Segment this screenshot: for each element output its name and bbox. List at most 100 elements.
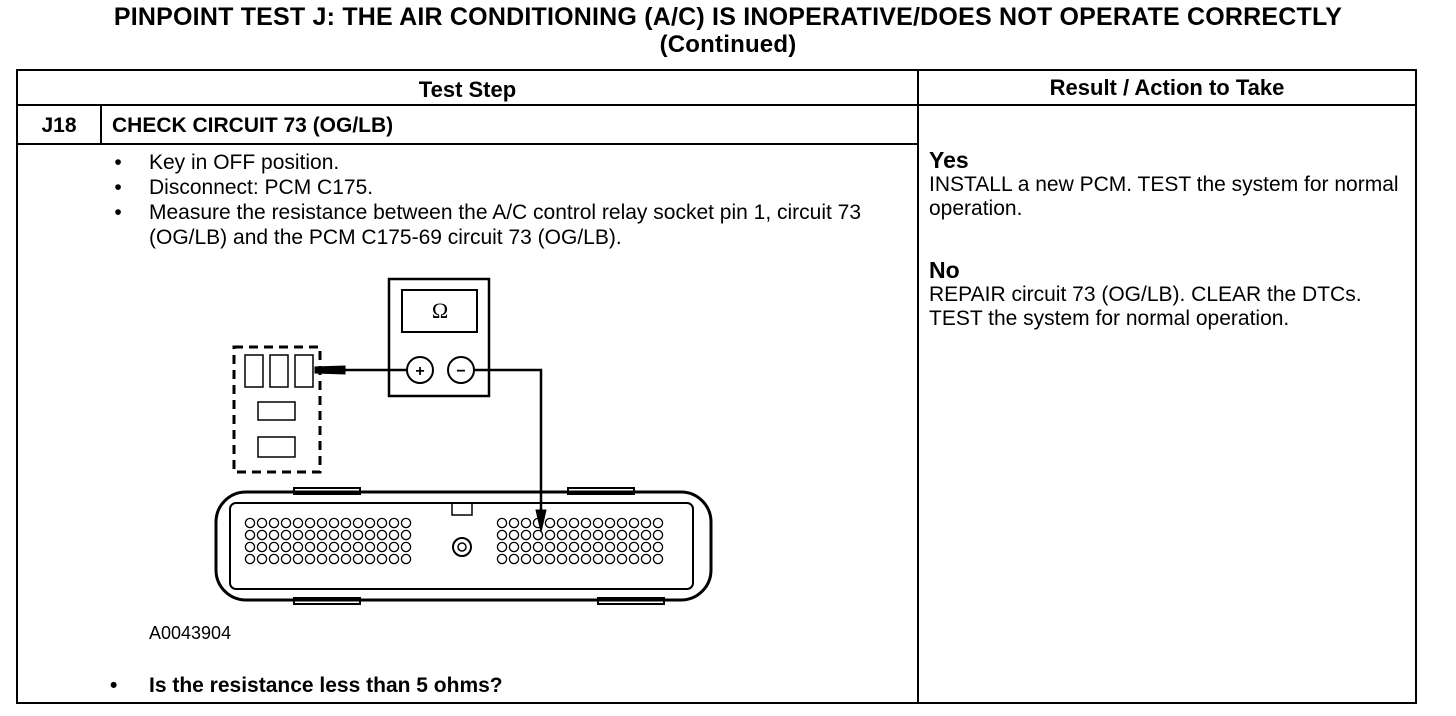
instruction-text: Disconnect: PCM C175.	[149, 176, 374, 199]
question-text: Is the resistance less than 5 ohms?	[149, 674, 503, 697]
connector-pin	[388, 529, 400, 541]
connector-pin	[328, 529, 340, 541]
connector-pin	[592, 529, 604, 541]
connector-pin	[556, 553, 568, 565]
connector-pin	[280, 529, 292, 541]
connector-pin	[568, 553, 580, 565]
step-question: • Is the resistance less than 5 ohms?	[110, 674, 503, 698]
result-no-text: REPAIR circuit 73 (OG/LB). CLEAR the DTC…	[929, 283, 1362, 330]
connector-pin	[244, 541, 256, 553]
connector-pin	[400, 517, 412, 529]
connector-pin	[616, 517, 628, 529]
connector-pin	[628, 541, 640, 553]
connector-pin	[580, 541, 592, 553]
connector-pin	[604, 553, 616, 565]
connector-pin	[268, 529, 280, 541]
connector-pin	[352, 553, 364, 565]
instruction-text: Key in OFF position.	[149, 151, 340, 174]
header-result: Result / Action to Take	[1049, 75, 1285, 100]
connector-pin	[340, 529, 352, 541]
connector-pin	[292, 529, 304, 541]
connector-pin	[544, 553, 556, 565]
bullet-marker: •	[114, 176, 122, 199]
connector-pin	[316, 529, 328, 541]
connector-pin	[604, 517, 616, 529]
connector-pin	[316, 541, 328, 553]
connector-pin	[340, 553, 352, 565]
instruction-item: •Key in OFF position.	[110, 150, 900, 175]
connector-pin	[364, 517, 376, 529]
connector-pin	[316, 517, 328, 529]
connector-pin	[640, 553, 652, 565]
connector-pin	[532, 517, 544, 529]
result-yes-label: Yes	[929, 147, 969, 173]
connector-pin	[280, 553, 292, 565]
connector-pin	[652, 529, 664, 541]
result-yes-text: INSTALL a new PCM. TEST the system for n…	[929, 173, 1399, 220]
connector-pin	[532, 541, 544, 553]
connector-pin	[292, 553, 304, 565]
connector-pin	[568, 541, 580, 553]
connector-pin	[364, 541, 376, 553]
connector-pin	[508, 553, 520, 565]
connector-pin	[256, 553, 268, 565]
instruction-text: Measure the resistance between the A/C c…	[149, 201, 862, 249]
connector-pin	[496, 541, 508, 553]
connector-pin	[508, 541, 520, 553]
connector-pin	[268, 517, 280, 529]
connector-pin	[244, 553, 256, 565]
step-divider	[16, 143, 918, 145]
title-line-1: PINPOINT TEST J: THE AIR CONDITIONING (A…	[113, 3, 1343, 31]
connector-pin	[376, 553, 388, 565]
connector-pin	[592, 541, 604, 553]
connector-pin	[244, 517, 256, 529]
connector-pin	[556, 517, 568, 529]
connector-pin	[640, 517, 652, 529]
header-test-step: Test Step	[418, 77, 517, 102]
connector-pin	[556, 541, 568, 553]
connector-pin	[544, 541, 556, 553]
result-no-label: No	[929, 257, 960, 283]
connector-pin	[292, 541, 304, 553]
connector-pin	[652, 553, 664, 565]
connector-pin	[304, 517, 316, 529]
connector-pin	[340, 517, 352, 529]
connector-pin	[544, 517, 556, 529]
instruction-item: • Measure the resistance between the A/C …	[110, 200, 900, 250]
step-instructions: •Key in OFF position. •Disconnect: PCM C…	[110, 150, 900, 250]
header-divider	[16, 104, 1417, 106]
connector-pin	[532, 553, 544, 565]
step-title: CHECK CIRCUIT 73 (OG/LB)	[112, 114, 394, 137]
connector-pin	[616, 541, 628, 553]
connector-pin	[652, 517, 664, 529]
connector-pin	[388, 553, 400, 565]
plus-terminal: +	[415, 363, 424, 380]
connector-pin	[592, 517, 604, 529]
connector-pin	[364, 529, 376, 541]
connector-pin	[520, 529, 532, 541]
connector-pin	[256, 529, 268, 541]
connector-pin	[520, 553, 532, 565]
wiring-diagram: Ω + −	[214, 277, 713, 605]
connector-pin	[352, 541, 364, 553]
connector-pin	[364, 553, 376, 565]
page-title: PINPOINT TEST J: THE AIR CONDITIONING (A…	[0, 3, 1456, 59]
pcm-connector	[214, 487, 713, 605]
bullet-marker: •	[114, 201, 122, 224]
test-table	[16, 69, 1417, 704]
connector-pin	[280, 517, 292, 529]
connector-pin	[616, 529, 628, 541]
result-no: No REPAIR circuit 73 (OG/LB). CLEAR the …	[929, 257, 1399, 331]
connector-pin	[604, 541, 616, 553]
connector-pin	[352, 517, 364, 529]
connector-pin	[304, 541, 316, 553]
connector-pin	[640, 529, 652, 541]
connector-pin	[376, 517, 388, 529]
test-leads	[314, 365, 547, 533]
connector-pin	[544, 529, 556, 541]
connector-pin	[280, 541, 292, 553]
bullet-marker: •	[110, 674, 118, 697]
title-line-2: (Continued)	[659, 31, 797, 58]
connector-pin	[580, 517, 592, 529]
connector-pin	[556, 529, 568, 541]
